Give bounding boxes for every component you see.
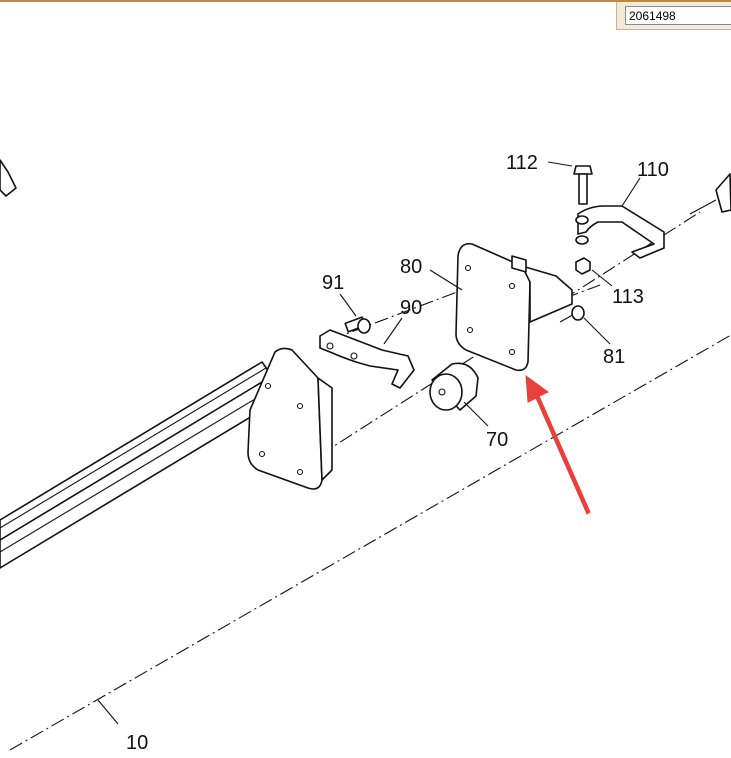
leader-91 xyxy=(339,293,357,317)
callout-70: 70 xyxy=(486,429,508,451)
callout-81: 81 xyxy=(603,346,625,368)
leader-112 xyxy=(547,161,573,167)
part-10-rail xyxy=(0,361,293,569)
leader-80 xyxy=(429,269,463,291)
part-110-clamp xyxy=(575,205,665,259)
callout-90: 90 xyxy=(400,297,422,319)
part-91-screw xyxy=(344,316,371,334)
callout-80: 80 xyxy=(400,256,422,278)
callout-91: 91 xyxy=(322,272,344,294)
red-pointer-arrow xyxy=(525,374,591,515)
part-113-nut xyxy=(575,257,591,275)
leader-90 xyxy=(383,317,403,345)
callout-110: 110 xyxy=(637,159,669,181)
leader-81 xyxy=(583,317,611,345)
part-number-input[interactable] xyxy=(625,6,731,25)
end-bracket-left xyxy=(247,347,333,490)
axis-line-main xyxy=(9,334,731,751)
leader-70 xyxy=(463,401,489,427)
part-knob-right xyxy=(689,173,731,215)
part-112-bolt xyxy=(573,165,593,205)
leader-10 xyxy=(97,699,119,725)
part-70-bumper xyxy=(429,362,479,411)
part-left-edge-fragment xyxy=(0,159,17,197)
callout-10: 10 xyxy=(126,732,148,754)
part-81-screw xyxy=(559,305,585,323)
callout-113: 113 xyxy=(612,286,644,308)
window-top-border xyxy=(0,0,731,2)
leader-110 xyxy=(621,177,641,207)
part-90-hook-bracket xyxy=(319,329,415,389)
part-80-mounting-plate xyxy=(455,242,573,372)
callout-112: 112 xyxy=(506,152,538,174)
id-field-panel xyxy=(616,2,731,30)
leader-113 xyxy=(591,269,613,287)
